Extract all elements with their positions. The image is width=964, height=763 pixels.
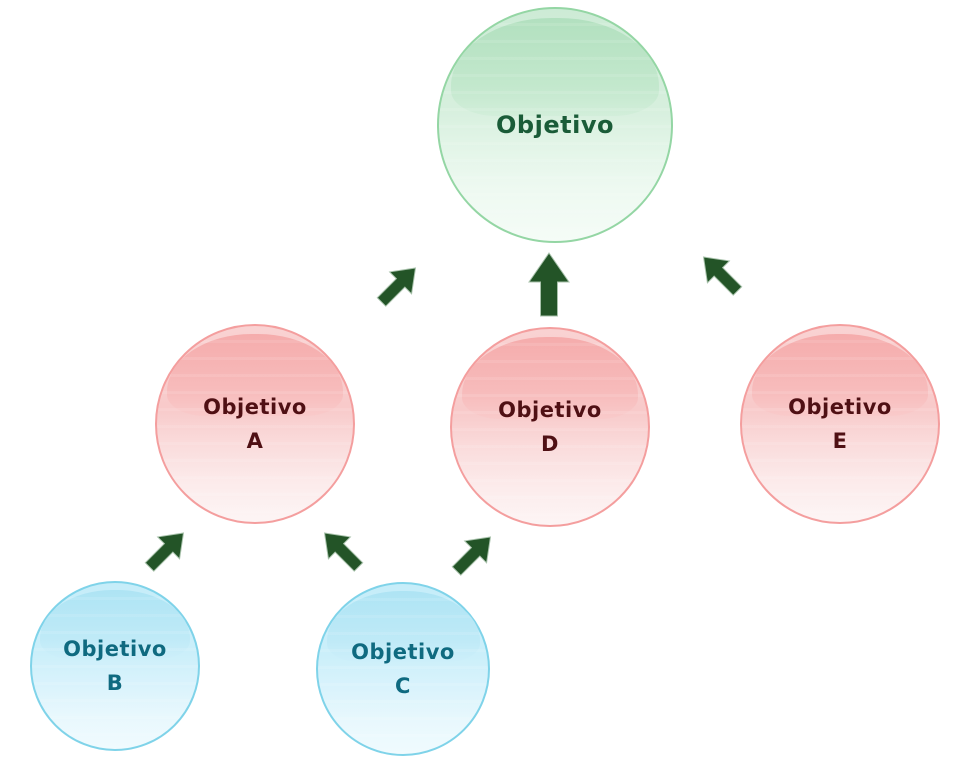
gloss-highlight [40, 589, 190, 660]
arrow-objetivo-a-to-objetivo [371, 257, 427, 313]
gloss-highlight [751, 333, 929, 417]
arrow-objetivo-c-to-objetivo-d [446, 526, 502, 582]
node-label-line1: Objetivo [203, 395, 307, 419]
arrow-objetivo-b-to-objetivo-a [139, 522, 195, 578]
node-label-line1: Objetivo [496, 111, 614, 139]
node-label: Objetivo C [351, 635, 455, 703]
node-label-line1: Objetivo [63, 637, 167, 661]
node-label: Objetivo [496, 111, 614, 139]
arrow-objetivo-d-to-objetivo [528, 252, 570, 317]
gloss-highlight [326, 590, 480, 663]
node-label-line2: B [106, 671, 124, 695]
node-label-line1: Objetivo [498, 398, 602, 422]
node-label-line2: D [541, 432, 559, 456]
gloss-highlight [450, 18, 660, 116]
node-label: Objetivo A [203, 390, 307, 458]
gloss-highlight [461, 336, 639, 420]
node-label-line2: A [246, 429, 264, 453]
node-objetivo-e: Objetivo E [740, 324, 940, 524]
node-objetivo-d: Objetivo D [450, 327, 650, 527]
node-label-line1: Objetivo [351, 640, 455, 664]
node-label: Objetivo B [63, 632, 167, 700]
node-label: Objetivo E [788, 390, 892, 458]
node-objetivo-a: Objetivo A [155, 324, 355, 524]
node-label-line2: E [832, 429, 848, 453]
node-label-line1: Objetivo [788, 395, 892, 419]
gloss-highlight [166, 333, 344, 417]
node-objetivo: Objetivo [437, 7, 673, 243]
arrow-objetivo-e-to-objetivo [693, 246, 749, 302]
node-label-line2: C [395, 674, 411, 698]
node-objetivo-b: Objetivo B [30, 581, 200, 751]
arrow-objetivo-c-to-objetivo-a [314, 522, 370, 578]
node-objetivo-c: Objetivo C [316, 582, 490, 756]
node-label: Objetivo D [498, 393, 602, 461]
